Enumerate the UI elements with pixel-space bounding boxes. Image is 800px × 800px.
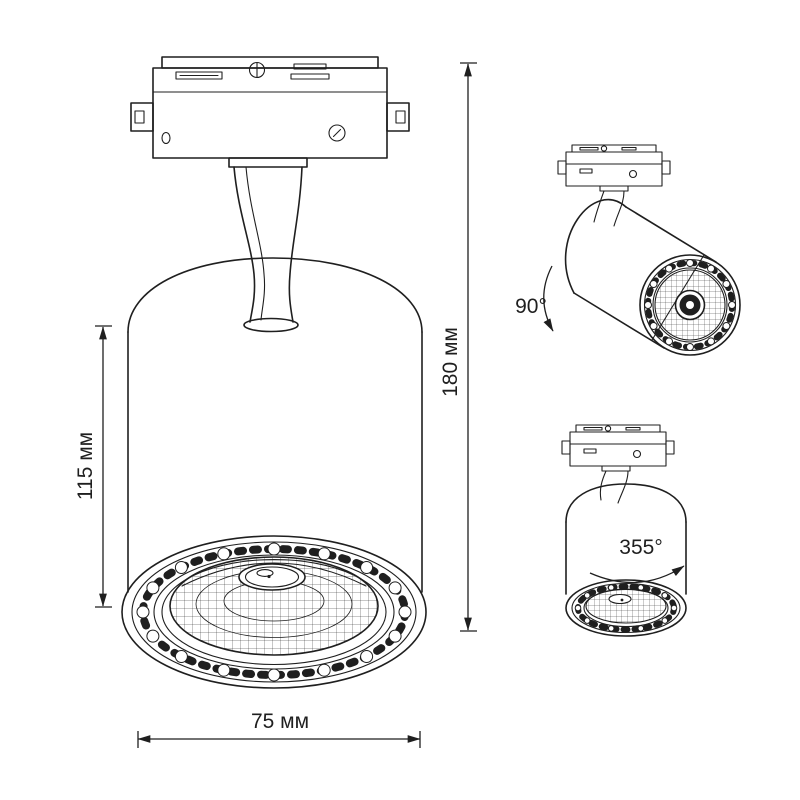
swivel-stem <box>599 465 631 504</box>
swivel-reflector <box>565 579 687 637</box>
front-view: 115 мм 180 мм 75 мм <box>74 56 477 748</box>
reflector-bumps <box>136 542 412 682</box>
dim-body-height: 115 мм <box>74 325 112 608</box>
swivel-rotation-label: 355° <box>619 536 662 559</box>
swivel-reflector-rim <box>565 579 687 637</box>
swivel-facet-dome <box>585 588 667 624</box>
reflector-outer-rim <box>121 535 427 689</box>
front-stem <box>233 166 303 333</box>
dim-total-height-label: 180 мм <box>439 327 462 397</box>
tilt-rotation-label: 90° <box>515 295 547 318</box>
tilt-rotation-arrow <box>543 265 554 332</box>
lens-bumps <box>644 259 736 351</box>
front-reflector <box>121 535 427 689</box>
front-stem-collar <box>228 157 308 168</box>
swivel-view: 355° <box>561 424 687 637</box>
reflector-center-cap <box>238 563 306 591</box>
lens-outer-ring <box>639 254 741 356</box>
swivel-rotation-arrow <box>589 565 685 584</box>
dim-diameter-label: 75 мм <box>251 710 309 733</box>
front-adapter-details <box>134 61 406 145</box>
dim-total-height: 180 мм <box>439 62 477 632</box>
tilt-lens-face <box>639 254 741 356</box>
dim-body-height-label: 115 мм <box>74 432 97 500</box>
tilt-view: 90° <box>515 144 741 356</box>
dim-diameter: 75 мм <box>137 710 421 748</box>
front-body <box>127 257 423 593</box>
front-track-adapter <box>130 56 410 168</box>
swivel-track-adapter <box>561 424 675 467</box>
reflector-facet-dome <box>169 556 379 656</box>
tilt-track-adapter <box>557 144 671 187</box>
tilt-stem <box>593 185 629 227</box>
swivel-body <box>565 483 687 595</box>
